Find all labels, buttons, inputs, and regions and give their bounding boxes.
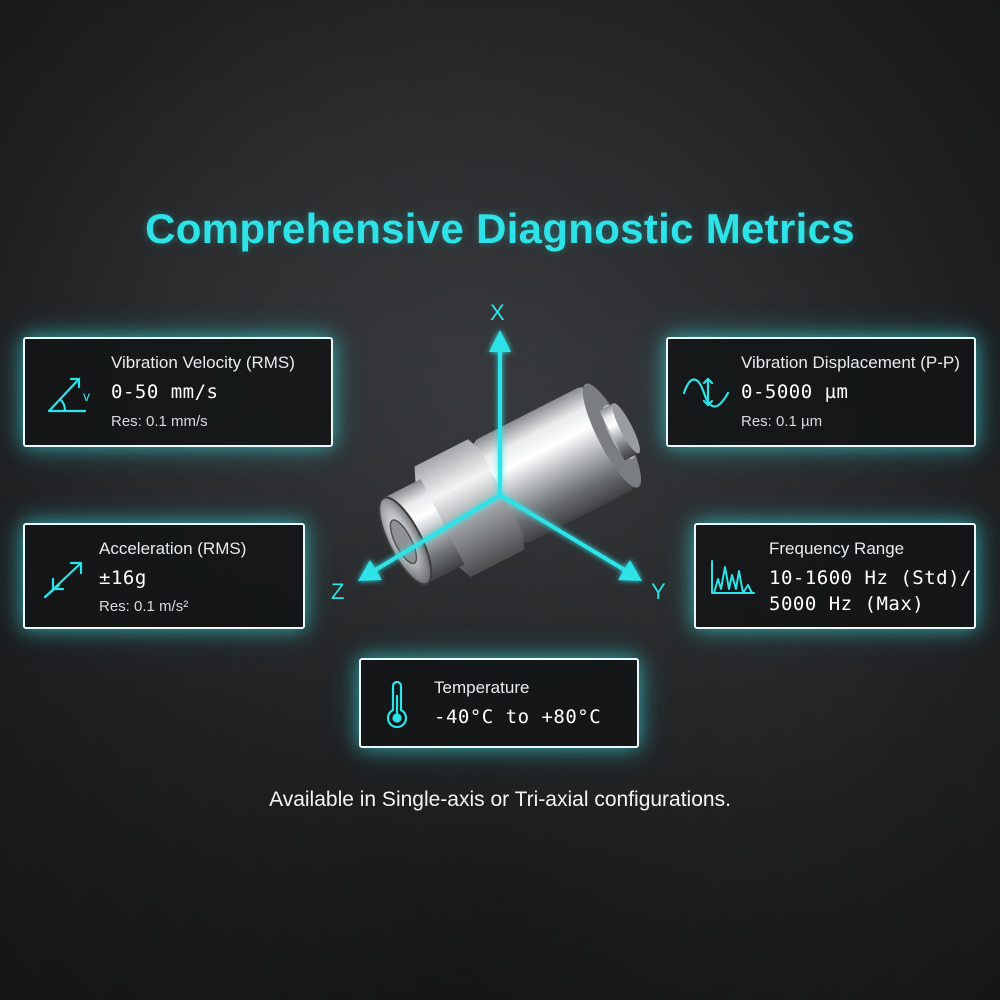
frequency-card: Frequency Range 10-1600 Hz (Std)/ 5000 H… bbox=[694, 523, 976, 629]
acceleration-label: Acceleration (RMS) bbox=[99, 539, 247, 558]
frequency-value-std: 10-1600 Hz (Std)/ bbox=[769, 567, 972, 589]
displacement-card: Vibration Displacement (P-P) 0-5000 µm R… bbox=[666, 337, 976, 447]
acceleration-value: ±16g bbox=[99, 567, 147, 589]
frequency-value-max: 5000 Hz (Max) bbox=[769, 593, 925, 615]
displacement-label: Vibration Displacement (P-P) bbox=[741, 353, 960, 372]
svg-text:v: v bbox=[83, 388, 90, 404]
x-axis-arrowhead bbox=[489, 330, 511, 352]
acceleration-arrow-icon bbox=[41, 557, 89, 606]
temperature-value: -40°C to +80°C bbox=[434, 706, 602, 728]
thermometer-icon bbox=[385, 680, 409, 733]
velocity-angle-icon: v bbox=[45, 369, 97, 422]
velocity-card: v Vibration Velocity (RMS) 0-50 mm/s Res… bbox=[23, 337, 333, 447]
displacement-resolution: Res: 0.1 µm bbox=[741, 413, 823, 430]
x-axis-label: X bbox=[490, 300, 505, 325]
y-axis-label: Y bbox=[651, 579, 666, 604]
velocity-label: Vibration Velocity (RMS) bbox=[111, 353, 295, 372]
y-axis-arrowhead bbox=[618, 560, 642, 581]
footer-note: Available in Single-axis or Tri-axial co… bbox=[269, 788, 731, 811]
z-axis-arrowhead bbox=[358, 560, 382, 581]
temperature-card: Temperature -40°C to +80°C bbox=[359, 658, 639, 748]
y-axis-line bbox=[498, 493, 630, 574]
z-axis-label: Z bbox=[331, 579, 345, 604]
acceleration-card: Acceleration (RMS) ±16g Res: 0.1 m/s² bbox=[23, 523, 305, 629]
spectrum-icon bbox=[710, 559, 756, 602]
z-axis-line bbox=[370, 493, 502, 574]
velocity-resolution: Res: 0.1 mm/s bbox=[111, 413, 208, 430]
frequency-label: Frequency Range bbox=[769, 539, 905, 558]
displacement-value: 0-5000 µm bbox=[741, 381, 849, 403]
page-title: Comprehensive Diagnostic Metrics bbox=[145, 205, 855, 252]
temperature-label: Temperature bbox=[434, 678, 530, 697]
acceleration-resolution: Res: 0.1 m/s² bbox=[99, 598, 189, 615]
velocity-value: 0-50 mm/s bbox=[111, 381, 219, 403]
displacement-wave-icon bbox=[682, 371, 730, 420]
axes bbox=[358, 330, 642, 581]
sensor-body bbox=[378, 383, 642, 586]
